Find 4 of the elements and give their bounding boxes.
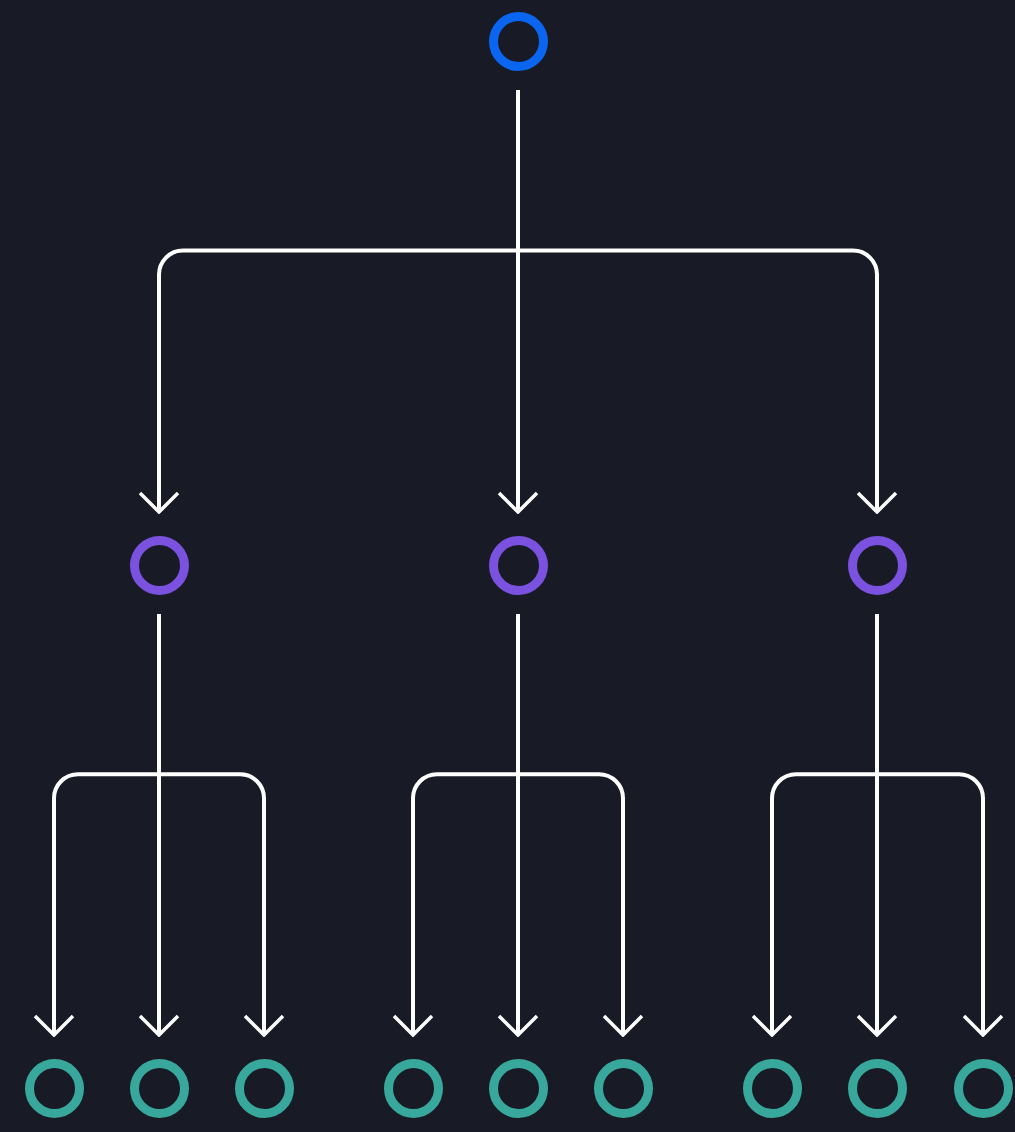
- arrow: [157, 614, 285, 1037]
- arrow: [516, 90, 898, 514]
- arrow: [875, 614, 1004, 1037]
- arrow: [516, 614, 644, 1037]
